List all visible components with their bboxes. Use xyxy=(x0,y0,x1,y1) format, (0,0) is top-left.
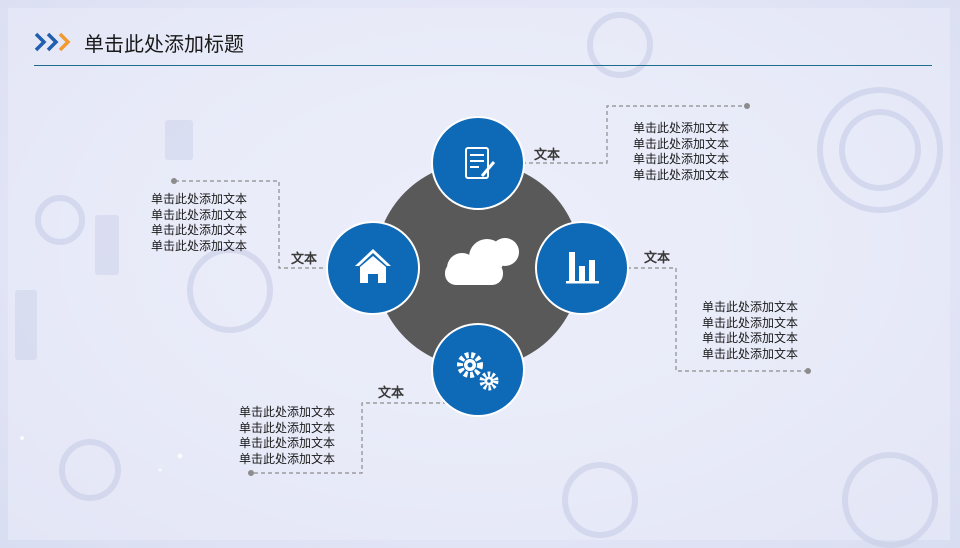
document-edit-icon xyxy=(465,147,496,179)
node-top-label: 文本 xyxy=(534,148,561,163)
text-line: 单击此处添加文本 xyxy=(239,405,336,419)
node-top[interactable] xyxy=(431,116,525,210)
text-line: 单击此处添加文本 xyxy=(702,346,799,361)
home-icon xyxy=(355,249,391,283)
node-left-label: 文本 xyxy=(291,252,318,267)
bar-chart-icon xyxy=(566,252,599,284)
node-right-text[interactable]: 单击此处添加文本 单击此处添加文本 单击此处添加文本 单击此处添加文本 xyxy=(702,300,798,362)
node-bottom-label: 文本 xyxy=(378,386,405,401)
text-line: 单击此处添加文本 xyxy=(151,238,248,253)
node-right-label: 文本 xyxy=(644,251,671,266)
text-line: 单击此处添加文本 xyxy=(633,167,730,182)
text-line: 单击此处添加文本 xyxy=(151,192,248,206)
text-line: 单击此处添加文本 xyxy=(702,331,799,346)
node-bottom-text[interactable]: 单击此处添加文本 单击此处添加文本 单击此处添加文本 单击此处添加文本 xyxy=(239,405,335,467)
node-top-text[interactable]: 单击此处添加文本 单击此处添加文本 单击此处添加文本 单击此处添加文本 xyxy=(633,121,729,183)
node-right[interactable] xyxy=(535,221,629,315)
node-left-text[interactable]: 单击此处添加文本 单击此处添加文本 单击此处添加文本 单击此处添加文本 xyxy=(151,192,247,254)
title-chevrons-icon xyxy=(34,32,71,52)
text-line: 单击此处添加文本 xyxy=(633,136,730,151)
text-line: 单击此处添加文本 xyxy=(239,420,336,435)
text-line: 单击此处添加文本 xyxy=(633,152,730,167)
text-line: 单击此处添加文本 xyxy=(702,300,799,314)
text-line: 单击此处添加文本 xyxy=(239,436,336,451)
page-title[interactable]: 单击此处添加标题 xyxy=(84,32,244,56)
text-line: 单击此处添加文本 xyxy=(633,121,730,135)
text-line: 单击此处添加文本 xyxy=(151,223,248,238)
title-underline xyxy=(34,65,932,66)
text-line: 单击此处添加文本 xyxy=(239,451,336,466)
node-left[interactable] xyxy=(326,221,420,315)
text-line: 单击此处添加文本 xyxy=(702,315,799,330)
connector-dots xyxy=(171,103,811,476)
connector-lines xyxy=(174,105,808,474)
text-line: 单击此处添加文本 xyxy=(151,207,248,222)
gears-icon xyxy=(457,352,499,391)
cloud-icon xyxy=(445,238,519,285)
node-bottom[interactable] xyxy=(431,323,525,417)
